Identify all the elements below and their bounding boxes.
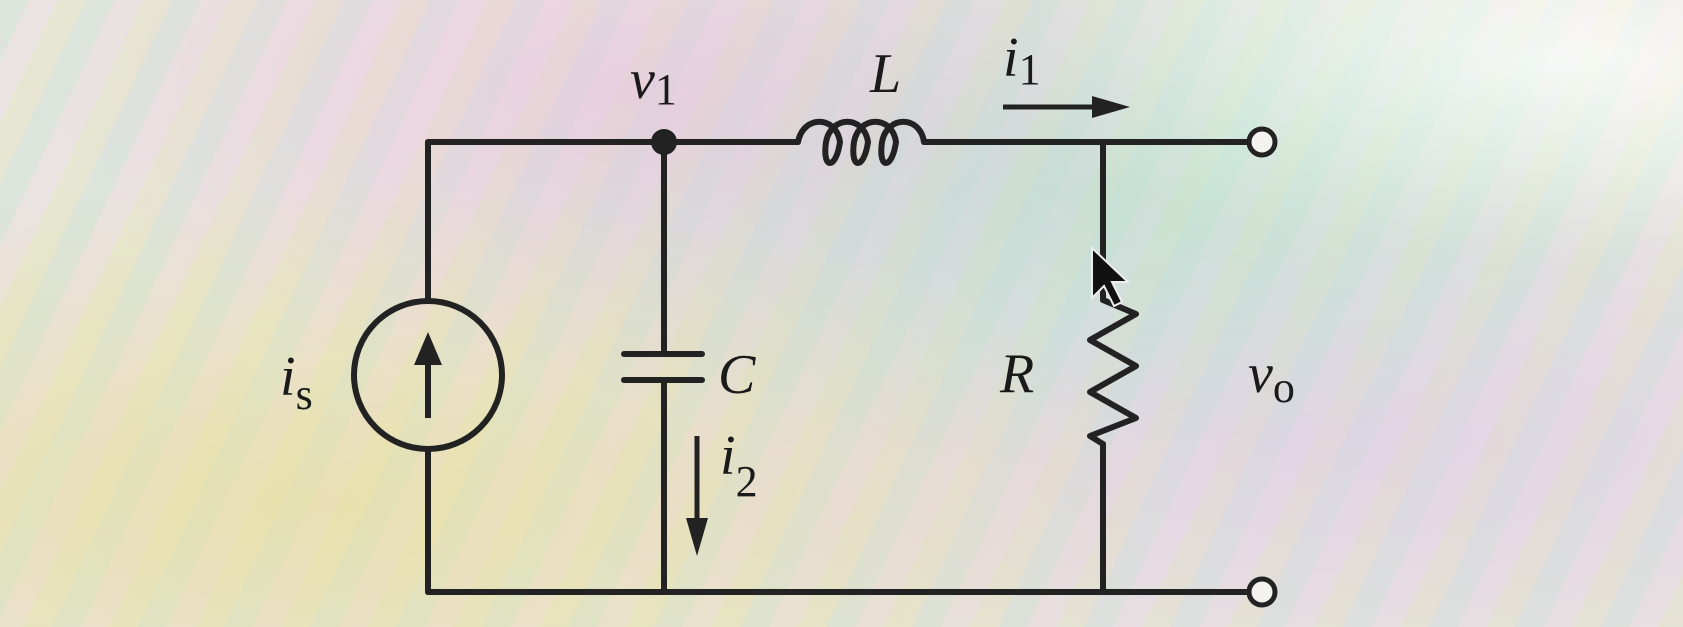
label-i2: i2 xyxy=(720,425,758,506)
current-i1-arrow-icon xyxy=(1003,96,1130,118)
inductor xyxy=(795,118,978,166)
node-v1-dot xyxy=(651,129,677,155)
label-C: C xyxy=(718,344,756,406)
label-is: is xyxy=(280,346,313,419)
mouse-cursor-icon xyxy=(1091,245,1131,308)
label-v1: v1 xyxy=(630,49,677,114)
source-arrow-icon xyxy=(414,332,442,418)
label-i1: i1 xyxy=(1003,27,1041,94)
current-source xyxy=(351,298,505,452)
label-L: L xyxy=(869,43,901,105)
terminal-bottom xyxy=(1246,576,1278,608)
label-vo: vo xyxy=(1248,343,1295,412)
label-R: R xyxy=(999,343,1034,405)
resistor xyxy=(1087,297,1139,447)
terminal-top xyxy=(1246,126,1278,158)
current-i2-arrow-icon xyxy=(686,436,708,556)
